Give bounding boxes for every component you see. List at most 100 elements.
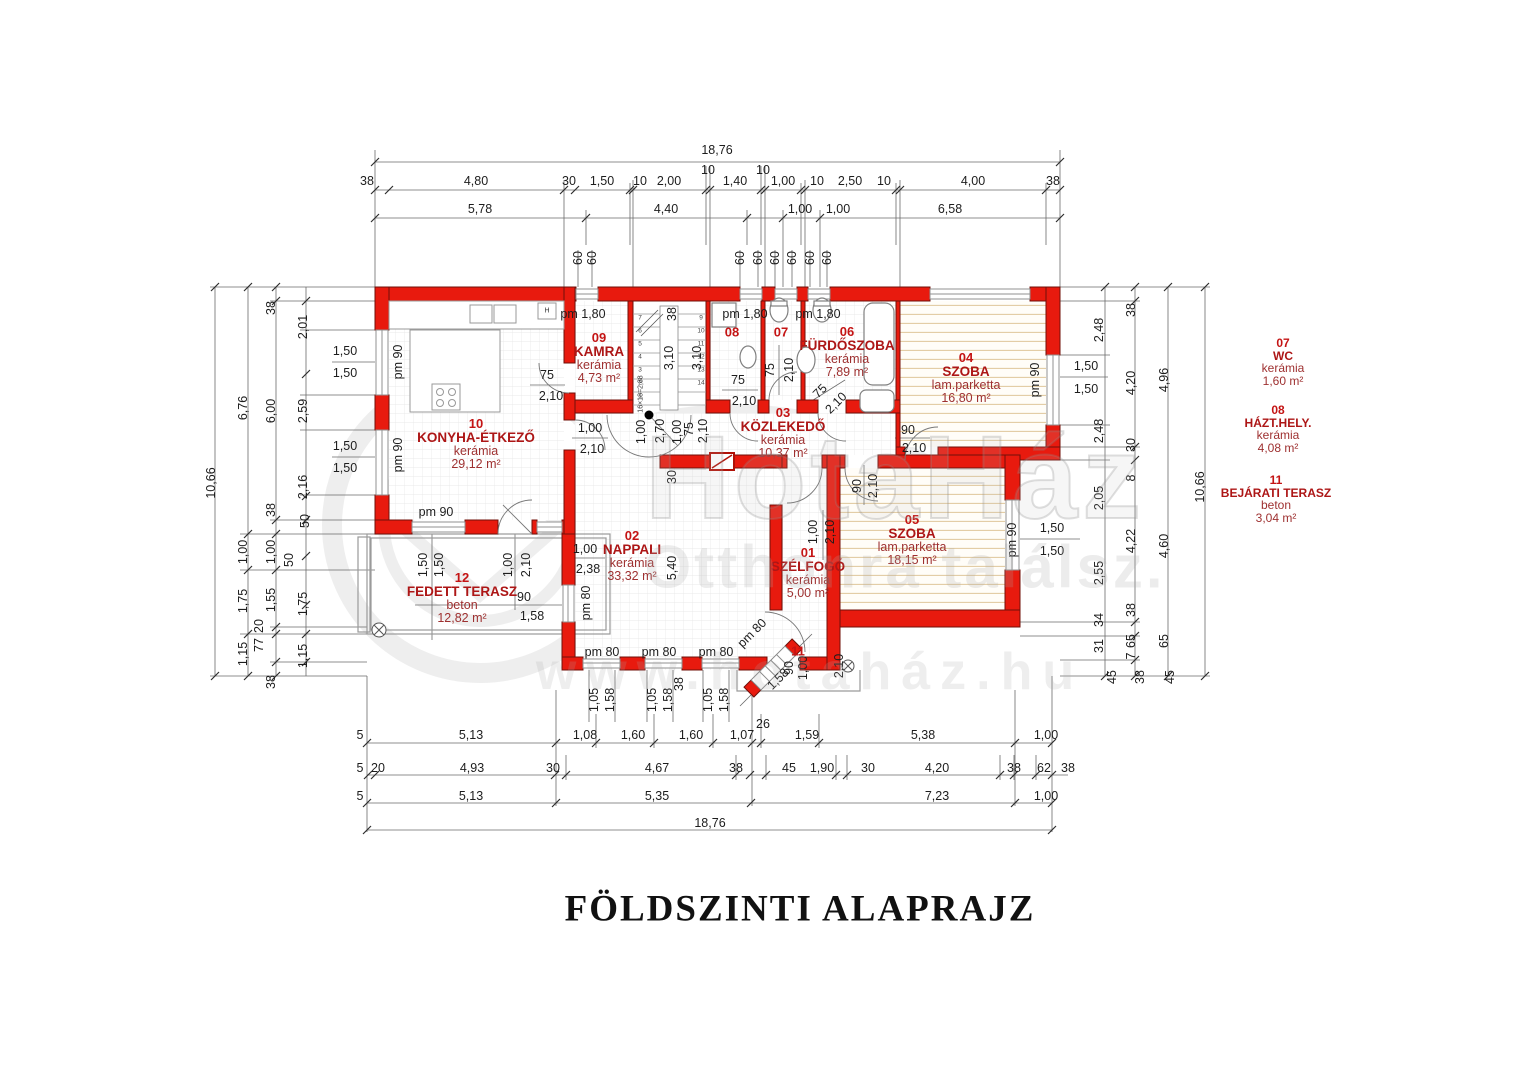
dim: 1,60 [678, 728, 704, 742]
door-dim: 2,10 [538, 389, 564, 403]
dim: 2,55 [1092, 560, 1106, 586]
dim: 4,67 [644, 761, 670, 775]
dim: 30 [665, 470, 679, 484]
dim: 65 [1124, 634, 1138, 648]
dim-60: 60 [571, 251, 585, 265]
room-label-szoba05: 05 SZOBA lam.parketta 18,15 m² [877, 511, 947, 567]
dim: 1,50 [332, 366, 358, 380]
stair-dim: 1,00 [634, 419, 648, 445]
stair-dim: 75 [682, 422, 696, 436]
entry-door [743, 638, 803, 698]
dim: 10 [877, 174, 891, 188]
window-label: pm 90 [391, 344, 405, 380]
window-label: pm 1,80 [795, 307, 841, 321]
room-num-08: 08 [724, 324, 740, 340]
room-num-07: 07 [773, 324, 789, 340]
window-label: pm 1,80 [722, 307, 768, 321]
stair-dim: 2,70 [653, 418, 667, 444]
dim: 1,60 [620, 728, 646, 742]
dim: 5,35 [644, 789, 670, 803]
dim-60: 60 [751, 251, 765, 265]
door-dim: 1,00 [806, 519, 820, 545]
window-label: pm 90 [1005, 522, 1019, 558]
dim: 5,40 [665, 555, 679, 581]
dim: 38 [264, 301, 278, 315]
dim: 1,05 [587, 687, 601, 713]
dim: 62 [1037, 761, 1051, 775]
stair-num: 11 [697, 340, 705, 348]
room-num-11: 11 [791, 643, 805, 659]
dim: 26 [756, 717, 770, 731]
room-label-kamra: 09 KAMRA kerámia 4,73 m² [573, 329, 625, 385]
door-dim: 2,38 [575, 562, 601, 576]
dim: 20 [252, 619, 266, 633]
dim-left-total: 10,66 [204, 467, 218, 499]
stair-num: 6 [638, 327, 642, 335]
dim: 2,48 [1092, 317, 1106, 343]
dim: 1,50 [332, 344, 358, 358]
stair-dim: 3,10 [662, 345, 676, 371]
dim: 1,05 [645, 687, 659, 713]
dim: 1,15 [236, 641, 250, 667]
kitchen-fixtures [388, 300, 565, 413]
stair-num: 13 [697, 366, 705, 374]
dim: 1,08 [572, 728, 598, 742]
door-dim: 2,10 [866, 473, 880, 499]
staircase [633, 305, 706, 420]
window-label: pm 80 [584, 645, 620, 659]
dim: 45 [1163, 670, 1177, 684]
dim: 8 [1124, 474, 1138, 482]
dim: 1,75 [296, 591, 310, 617]
legend-hazthely: 08 HÁZT.HELY. kerámia 4,08 m² [1244, 402, 1312, 455]
dim: 2,59 [296, 398, 310, 424]
dim: 7,23 [924, 789, 950, 803]
legend-wc: 07 WC kerámia 1,60 m² [1261, 335, 1305, 388]
dim: 1,00 [1033, 728, 1059, 742]
dim: 30 [546, 761, 560, 775]
dim-60: 60 [803, 251, 817, 265]
room-label-nappali: 02 NAPPALI kerámia 33,32 m² [602, 527, 662, 583]
room-label-terasz: 12 FEDETT TERASZ beton 12,82 m² [406, 569, 518, 625]
windows [375, 288, 1060, 669]
dim-bottom-total: 18,76 [694, 816, 726, 830]
dim: 30 [861, 761, 875, 775]
dim: 5,38 [910, 728, 936, 742]
dim: 1,40 [722, 174, 748, 188]
stair-num: 9 [699, 314, 703, 322]
dim: 38 [1061, 761, 1075, 775]
window-label: pm 80 [698, 645, 734, 659]
dim: 1,50 [1073, 382, 1099, 396]
dim-60: 60 [733, 251, 747, 265]
room-label-konyha: 10 KONYHA-ÉTKEZŐ kerámia 29,12 m² [417, 415, 535, 471]
dim: 6,76 [236, 395, 250, 421]
dim: 10 [810, 174, 824, 188]
dim: 38 [1124, 603, 1138, 617]
dim: 1,00 [787, 202, 813, 216]
door-dim: 2,10 [901, 441, 927, 455]
dim: 1,50 [1039, 521, 1065, 535]
dim-60: 60 [585, 251, 599, 265]
door-arcs [497, 362, 939, 653]
door-dim: 90 [850, 479, 864, 493]
dim: 45 [782, 761, 796, 775]
dim: 4,96 [1157, 367, 1171, 393]
dim: 4,80 [463, 174, 489, 188]
dim: 4,20 [1124, 370, 1138, 396]
dim-60: 60 [820, 251, 834, 265]
dim: 1,05 [701, 687, 715, 713]
dim: 5 [356, 728, 364, 742]
window-label: pm 90 [1028, 362, 1042, 398]
dim: 20 [371, 761, 385, 775]
door-dim: 2,10 [579, 442, 605, 456]
stair-num: 14 [697, 379, 705, 387]
stair-dim: 2,10 [696, 418, 710, 444]
door-dim: 2,10 [731, 394, 757, 408]
dim: 38 [360, 174, 374, 188]
dim: 38 [264, 503, 278, 517]
dim: 38 [1007, 761, 1021, 775]
stair-dim: 38 [665, 307, 679, 321]
stair-num: 7 [638, 314, 642, 322]
window-label: pm 80 [579, 585, 593, 621]
page-title: FÖLDSZINTI ALAPRAJZ [564, 888, 1036, 930]
